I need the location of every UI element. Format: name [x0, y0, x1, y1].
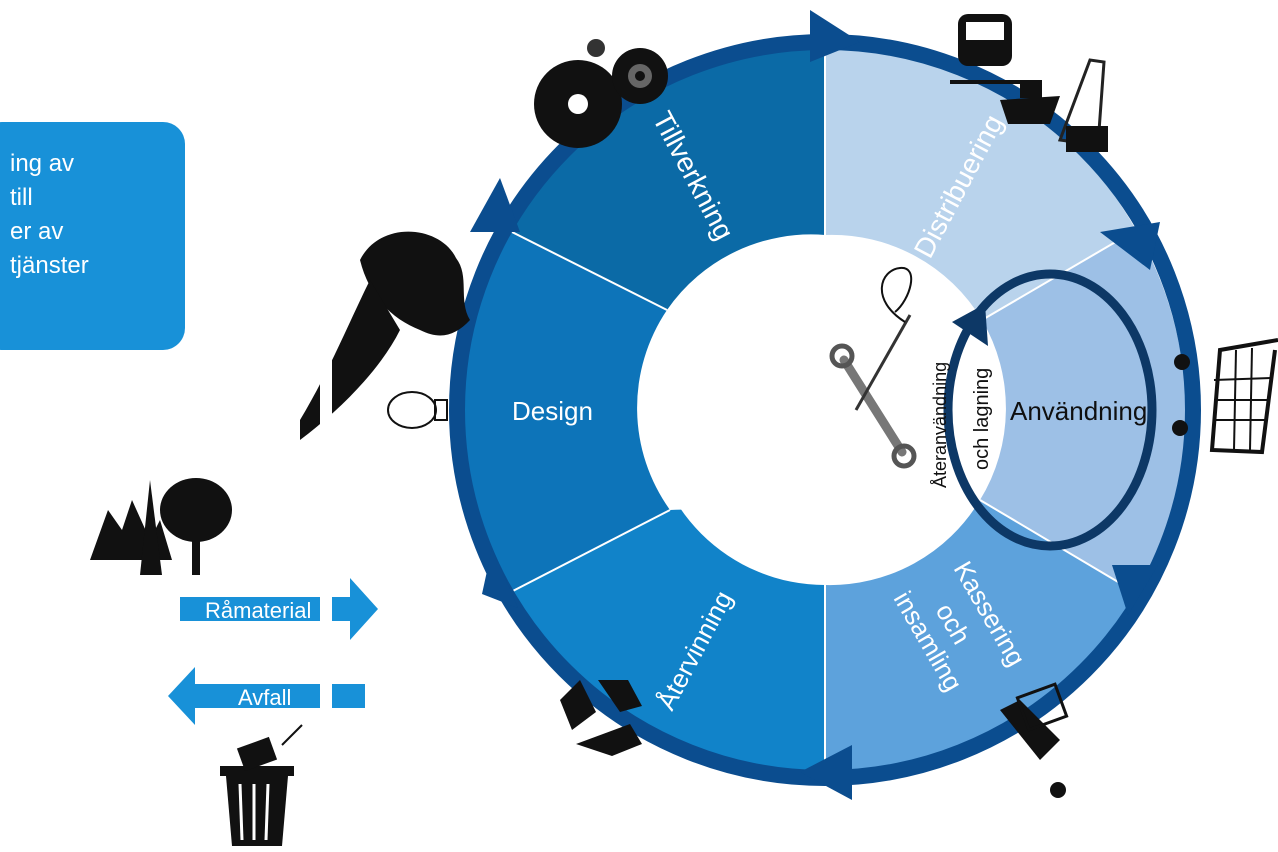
waste-arrow: Avfall [168, 667, 365, 725]
arrow-upper-left [470, 178, 520, 232]
callout-line-1: ing av [10, 150, 75, 177]
segment-anvandning [980, 230, 1187, 595]
label-avfall: Avfall [238, 685, 291, 710]
callout-line-3: er av [10, 218, 64, 245]
trash-can-icon [220, 724, 303, 846]
segment-distribuering [825, 40, 1136, 320]
arrow-right [1112, 565, 1158, 615]
crane-icon [1057, 58, 1108, 152]
arrow-top [810, 10, 860, 62]
label-och-lagning: och lagning [971, 368, 993, 470]
arrow-lower-left [482, 548, 518, 608]
callout-line-4: tjänster [10, 252, 89, 279]
needle-thread-icon [854, 266, 913, 411]
description-callout: ing av till er av tjänster [0, 122, 185, 350]
gears-icon [534, 39, 668, 148]
reuse-loop [943, 269, 1157, 551]
segment-tillverkning [498, 39, 825, 311]
center-hole [650, 235, 1000, 585]
segment-atervinning [505, 509, 825, 780]
label-ateranvandning: Återanvändning [930, 362, 950, 488]
callout-line-2: till [10, 184, 33, 211]
train-icon [950, 14, 1020, 84]
lightbulb-icon [387, 391, 448, 429]
label-ramaterial: Råmaterial [205, 598, 311, 623]
segment-kassering [825, 500, 1140, 780]
cycle-sectors [451, 39, 1187, 780]
recycle-icon [560, 680, 642, 756]
ship-icon [1000, 80, 1060, 124]
reuse-loop-arrow [952, 304, 988, 346]
label-design: Design [512, 396, 593, 426]
arrow-upper-right [1100, 222, 1160, 270]
label-anvandning: Användning [1010, 396, 1147, 426]
shopping-cart-icon [1172, 338, 1278, 455]
segment-design [451, 225, 670, 595]
left-panel-gap [320, 0, 332, 852]
discarded-cart-icon [1000, 682, 1069, 798]
ring-arrows [470, 10, 1160, 800]
wrench-icon [829, 343, 917, 469]
raw-material-arrow: Råmaterial [180, 578, 378, 640]
landscape-icon [90, 478, 232, 575]
arrow-bottom [800, 745, 852, 800]
